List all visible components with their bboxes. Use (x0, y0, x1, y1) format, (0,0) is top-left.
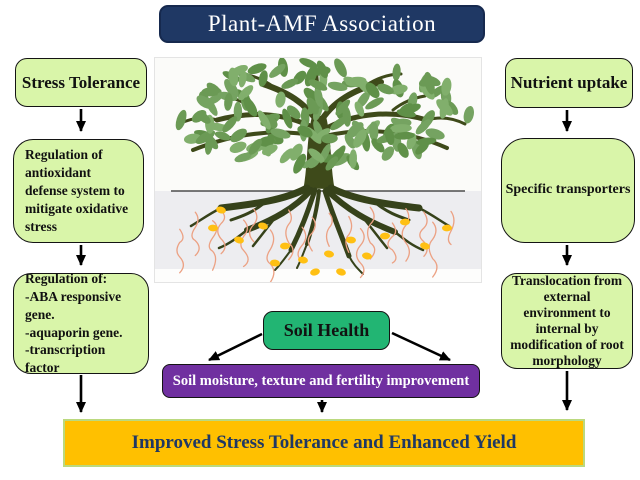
tree-illustration (154, 57, 482, 283)
arrow-soilhealth-to-improvement-right (391, 331, 451, 362)
outcome-box: Improved Stress Tolerance and Enhanced Y… (63, 419, 585, 467)
gene-regulation-line: Regulation of: (25, 271, 108, 287)
gene-regulation-box: Regulation of: -ABA responsive gene. -aq… (13, 271, 149, 376)
translocation-box: Translocation from external environment … (501, 273, 633, 369)
tree-roots (189, 184, 451, 275)
gene-regulation-line: -aquaporin gene. (25, 324, 123, 340)
specific-transporters-box: Specific transporters (501, 138, 635, 243)
fungal-vesicles (208, 206, 452, 276)
gene-regulation-line: -transcription factor (25, 342, 106, 376)
nutrient-uptake-box: Nutrient uptake (505, 58, 633, 108)
soil-improvement-box: Soil moisture, texture and fertility imp… (162, 364, 480, 398)
stress-tolerance-box: Stress Tolerance (15, 58, 147, 107)
antioxidant-regulation-box: Regulation of antioxidant defense system… (13, 139, 144, 243)
arrow-soilhealth-to-improvement-left (208, 332, 263, 362)
gene-regulation-line: -ABA responsive gene. (25, 288, 122, 322)
soil-health-box: Soil Health (263, 311, 390, 350)
tree-canopy-leaves (175, 58, 474, 174)
below-soil-background (155, 269, 481, 282)
page-title: Plant-AMF Association (159, 5, 485, 43)
